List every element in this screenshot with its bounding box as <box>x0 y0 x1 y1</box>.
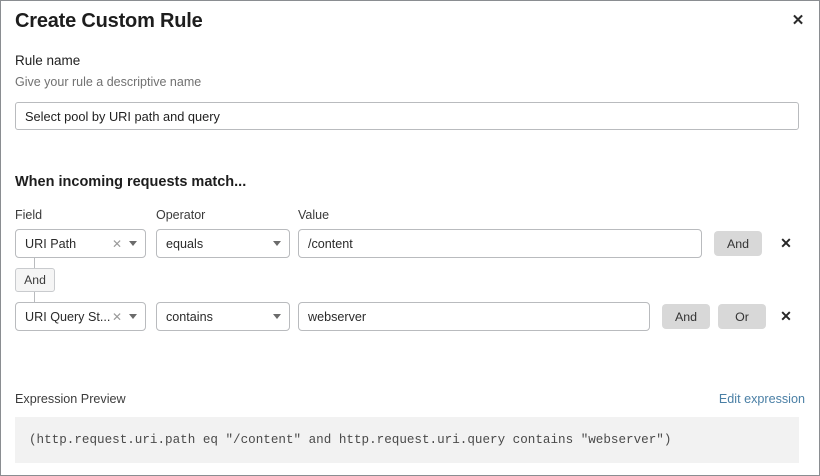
field-select-row-2[interactable]: URI Query St... ✕ <box>15 302 146 331</box>
rule-name-label: Rule name <box>15 53 81 68</box>
delete-condition-row-2[interactable]: ✕ <box>776 306 796 326</box>
modal-title: Create Custom Rule <box>15 10 203 32</box>
value-input-row-2[interactable] <box>298 302 650 331</box>
operator-select-row-2[interactable]: contains <box>156 302 290 331</box>
condition-row: URI Path ✕ equals And ✕ <box>1 229 820 259</box>
edit-expression-link[interactable]: Edit expression <box>718 392 805 406</box>
field-select-value-row-1: URI Path <box>25 236 77 251</box>
rule-name-hint: Give your rule a descriptive name <box>15 75 202 89</box>
add-or-condition-row-2[interactable]: Or <box>718 304 766 329</box>
match-heading: When incoming requests match... <box>15 174 247 190</box>
column-header-value: Value <box>298 208 330 222</box>
rule-name-input[interactable] <box>15 102 799 130</box>
clear-icon[interactable]: ✕ <box>111 236 122 251</box>
expression-preview-label: Expression Preview <box>15 392 126 406</box>
expression-preview-box: (http.request.uri.path eq "/content" and… <box>15 417 799 463</box>
column-header-field: Field <box>15 208 43 222</box>
condition-group-and-chip[interactable]: And <box>15 268 55 292</box>
clear-icon[interactable]: ✕ <box>111 309 122 324</box>
chevron-down-icon <box>273 314 281 319</box>
column-header-operator: Operator <box>156 208 206 222</box>
chevron-down-icon <box>273 241 281 246</box>
condition-row: URI Query St... ✕ contains And Or ✕ <box>1 302 820 332</box>
operator-select-value-row-1: equals <box>166 236 204 251</box>
add-and-condition-row-1[interactable]: And <box>714 231 763 256</box>
chevron-down-icon <box>129 314 137 319</box>
close-icon[interactable]: ✕ <box>787 9 809 31</box>
value-input-row-1[interactable] <box>298 229 702 258</box>
field-select-row-1[interactable]: URI Path ✕ <box>15 229 146 258</box>
add-and-condition-row-2[interactable]: And <box>662 304 711 329</box>
field-select-value-row-2: URI Query St... <box>25 309 111 324</box>
chevron-down-icon <box>129 241 137 246</box>
expression-preview-code: (http.request.uri.path eq "/content" and… <box>29 433 672 447</box>
operator-select-value-row-2: contains <box>166 309 213 324</box>
delete-condition-row-1[interactable]: ✕ <box>776 233 796 253</box>
operator-select-row-1[interactable]: equals <box>156 229 290 258</box>
